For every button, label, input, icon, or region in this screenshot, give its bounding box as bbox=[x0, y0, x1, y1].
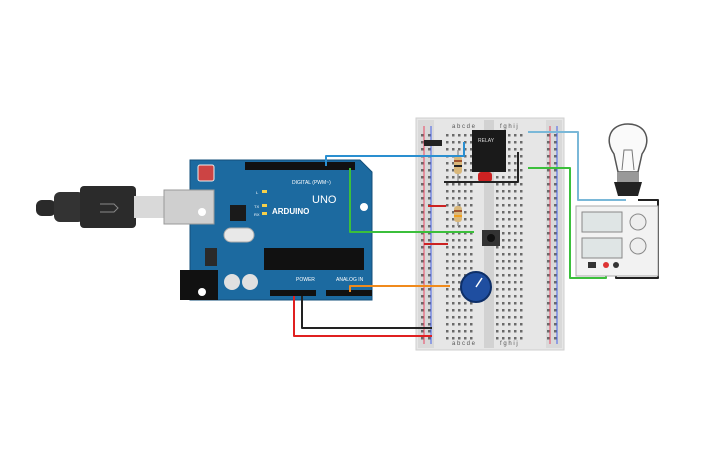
digital-header-label: DIGITAL (PWM~) bbox=[292, 180, 331, 186]
positive-terminal bbox=[603, 262, 609, 268]
on-led-label: ON bbox=[360, 204, 366, 209]
wire-lightblue-lamp[interactable] bbox=[528, 131, 626, 201]
usb-port bbox=[163, 189, 215, 225]
current-display bbox=[581, 237, 623, 259]
column-labels-left-bottom: a b c d e bbox=[452, 341, 476, 347]
column-labels-left: a b c d e bbox=[452, 124, 476, 130]
resistor-2[interactable] bbox=[454, 202, 462, 226]
wire-black-gnd[interactable] bbox=[301, 296, 432, 329]
negative-terminal bbox=[613, 262, 619, 268]
column-labels-right-bottom: f g h i j bbox=[500, 341, 518, 347]
led[interactable] bbox=[478, 172, 492, 182]
potentiometer[interactable] bbox=[460, 271, 492, 303]
voltage-display bbox=[581, 211, 623, 233]
push-button[interactable] bbox=[482, 230, 500, 246]
analog-header-label: ANALOG IN bbox=[336, 277, 364, 283]
voltage-knob bbox=[629, 213, 647, 231]
digital-header bbox=[245, 162, 355, 170]
wire-green-digital[interactable] bbox=[349, 168, 474, 233]
reset-button bbox=[197, 164, 215, 182]
analog-header bbox=[326, 290, 372, 296]
power-supply[interactable] bbox=[575, 205, 659, 277]
wire-black-relay[interactable] bbox=[444, 152, 519, 183]
wire-red-5v[interactable] bbox=[293, 296, 432, 337]
l-led-label: L bbox=[256, 190, 259, 195]
column-labels-right: f g h i j bbox=[500, 124, 518, 130]
atmega-chip bbox=[264, 248, 364, 270]
arduino-uno-board[interactable]: ARDUINO UNO DIGITAL (PWM~) POWER ANALOG … bbox=[163, 159, 373, 301]
arduino-logo-text: ARDUINO bbox=[272, 207, 309, 216]
rx-led-label: RX bbox=[254, 212, 260, 217]
board-model-label: UNO bbox=[312, 194, 337, 206]
wire-blue-digital[interactable] bbox=[325, 142, 465, 166]
relay[interactable]: RELAY bbox=[472, 130, 506, 172]
diode[interactable] bbox=[424, 140, 442, 146]
power-jack bbox=[180, 270, 218, 300]
relay-label: RELAY bbox=[478, 138, 495, 144]
wire-orange-analog[interactable] bbox=[349, 285, 450, 292]
power-header bbox=[270, 290, 316, 296]
current-knob bbox=[629, 237, 647, 255]
tx-led-label: TX bbox=[254, 204, 259, 209]
light-bulb[interactable] bbox=[608, 123, 648, 196]
usb-cable[interactable] bbox=[36, 186, 164, 228]
power-header-label: POWER bbox=[296, 277, 315, 283]
